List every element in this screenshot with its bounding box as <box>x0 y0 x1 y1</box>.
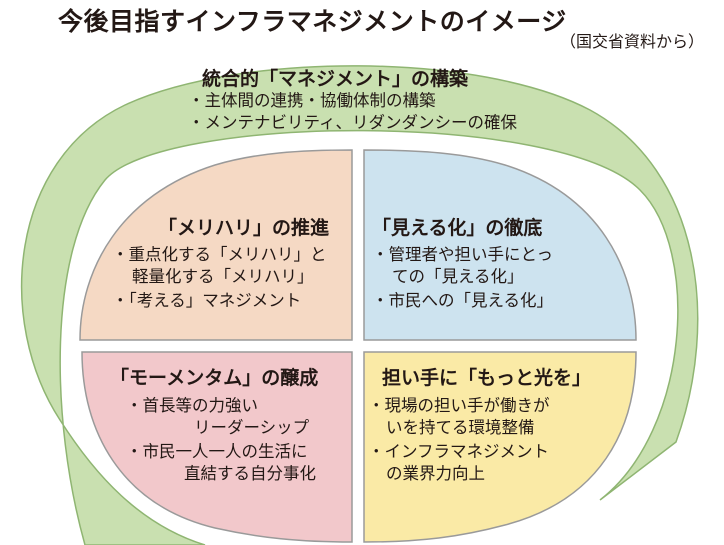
bottom-left-item: ・首長等の力強い <box>126 396 258 415</box>
top-left-item: ・「考える」マネジメント <box>112 291 302 310</box>
top-left-item: ・重点化する「メリハリ」と <box>112 245 327 264</box>
bottom-right-heading: 担い手に「もっと光を」 <box>382 367 592 389</box>
outer-item: ・メンテナビリティ、リダンダンシーの確保 <box>188 113 518 132</box>
bottom-right-item: いを持てる環境整備 <box>386 418 535 437</box>
quadrant-bottom-left <box>81 351 353 543</box>
source-note: （国交省資料から） <box>560 32 705 51</box>
bottom-left-item: ・市民一人一人の生活に <box>126 442 308 461</box>
bottom-right-item: ・現場の担い手が働きが <box>368 396 550 415</box>
outer-item: ・主体間の連携・協働体制の構築 <box>188 91 436 110</box>
quadrant-top-right <box>363 149 637 341</box>
top-left-heading: 「メリハリ」の推進 <box>158 217 330 239</box>
bottom-right-item: ・インフラマネジメント <box>368 442 550 461</box>
page-title: 今後目指すインフラマネジメントのイメージ <box>58 7 567 36</box>
outer-management-band <box>20 65 699 545</box>
bottom-left-heading: 「モーメンタム」の醸成 <box>110 367 319 389</box>
quadrant-top-left <box>79 149 353 341</box>
bottom-right-item: の業界力向上 <box>386 464 485 483</box>
bottom-left-item: 直結する自分事化 <box>184 464 316 483</box>
top-right-item: ての「見える化」 <box>392 267 524 286</box>
top-left-item: 軽量化する「メリハリ」 <box>132 267 314 286</box>
outer-heading: 統合的「マネジメント」の構築 <box>202 68 469 90</box>
quadrant-bottom-right <box>363 351 637 543</box>
top-right-item: ・管理者や担い手にとっ <box>372 245 554 264</box>
top-right-item: ・市民への「見える化」 <box>372 291 554 310</box>
bottom-left-item: リーダーシップ <box>194 418 310 437</box>
top-right-heading: 「見える化」の徹底 <box>372 217 543 239</box>
